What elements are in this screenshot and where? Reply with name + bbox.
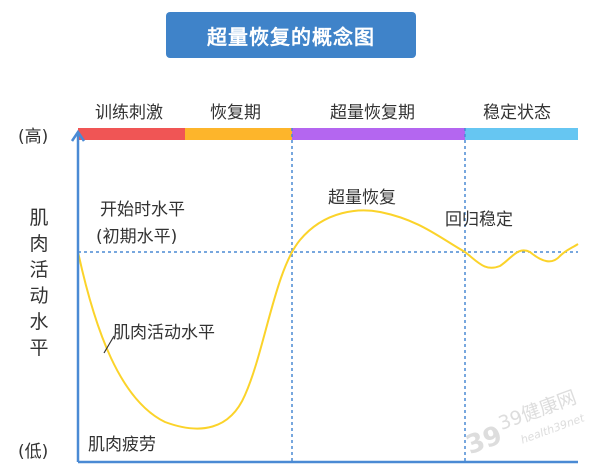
phase-bar-supercomp (292, 128, 465, 140)
muscle-activity-curve (77, 209, 579, 430)
diagram-title: 超量恢复的概念图 (166, 12, 416, 58)
curve-label: 肌肉活动水平 (113, 323, 215, 343)
axis-low-label: (低) (18, 442, 49, 462)
fatigue-label: 肌肉疲劳 (88, 435, 156, 455)
supercomp-label: 超量恢复 (328, 188, 396, 208)
y-axis-label: 肌肉活动水平 (29, 207, 49, 359)
phase-bar-recovery (185, 128, 292, 140)
phase-label: 训练刺激 (95, 103, 163, 123)
label-pointer (103, 335, 115, 354)
y-axis-arrow-icon (70, 129, 86, 142)
phase-bar-stable (465, 128, 578, 140)
phase-label: 超量恢复期 (330, 103, 415, 123)
return-stable-label: 回归稳定 (445, 210, 513, 230)
phase-bar-training (78, 128, 185, 140)
start-level-sublabel: (初期水平) (96, 227, 178, 247)
axis-high-label: (高) (18, 127, 49, 147)
start-level-label: 开始时水平 (100, 200, 185, 220)
phase-label: 稳定状态 (483, 103, 551, 123)
phase-label: 恢复期 (210, 103, 261, 123)
watermark: 39 39健康网 health39net (462, 386, 587, 461)
